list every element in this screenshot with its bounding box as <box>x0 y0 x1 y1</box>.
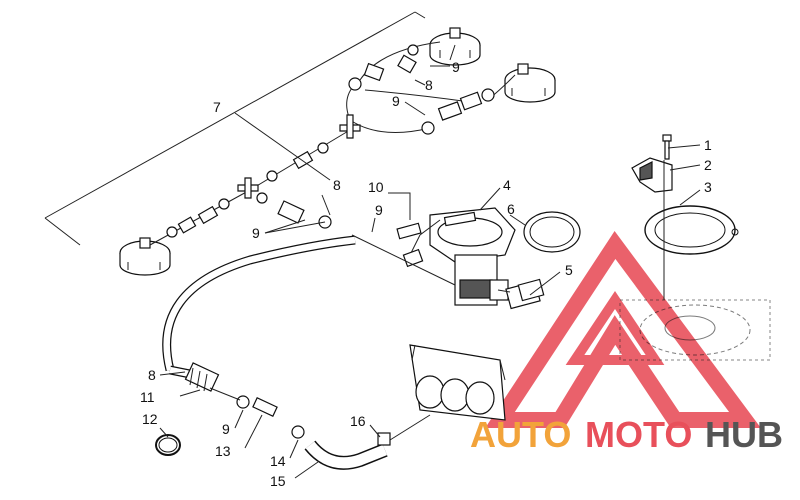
callout-13: 13 <box>215 443 231 459</box>
fittings-lower <box>209 387 305 439</box>
leader-12 <box>159 427 169 438</box>
callout-15: 15 <box>270 473 286 489</box>
throttle-body <box>389 344 506 441</box>
bolt <box>662 134 672 160</box>
leader-pump <box>351 234 456 286</box>
leader-4 <box>479 187 501 211</box>
leader-3 <box>679 189 701 206</box>
leader-9-upper <box>404 101 426 116</box>
inline-filter <box>184 362 220 392</box>
leader-9-left <box>264 221 326 234</box>
vent-cap-left <box>119 237 171 276</box>
leader-9-low <box>234 409 244 429</box>
callout-4: 4 <box>503 177 511 193</box>
watermark-moto: MOTO <box>585 414 692 455</box>
watermark-hub: HUB <box>705 414 783 455</box>
leader-6 <box>509 214 526 226</box>
leader-14 <box>289 439 299 459</box>
callout-9-upper: 9 <box>392 93 400 109</box>
fuel-pump-assembly <box>396 207 516 306</box>
watermark-auto: AUTO <box>470 414 571 455</box>
leader-10 <box>388 192 411 220</box>
callout-7: 7 <box>213 99 221 115</box>
callout-2: 2 <box>704 157 712 173</box>
leader-8-low <box>159 371 186 376</box>
retainer-bracket <box>631 157 673 193</box>
callout-11: 11 <box>140 389 155 405</box>
leader-5 <box>529 271 561 296</box>
callout-5: 5 <box>565 262 573 278</box>
leader-9-left-b <box>264 219 306 234</box>
callout-14: 14 <box>270 453 286 469</box>
clamp-16 <box>377 432 391 446</box>
callout-12: 12 <box>142 411 158 427</box>
callout-9-low: 9 <box>222 421 230 437</box>
fuel-level-sensor <box>497 278 545 310</box>
callout-1: 1 <box>704 137 712 153</box>
leader-7 <box>234 112 331 181</box>
callout-3: 3 <box>704 179 712 195</box>
hose-clamp <box>155 434 181 456</box>
vent-cap-right <box>504 63 556 103</box>
callout-9-left: 9 <box>252 225 260 241</box>
leader-9-top <box>430 44 456 67</box>
callout-9-mid: 9 <box>375 202 383 218</box>
callout-16: 16 <box>350 413 366 429</box>
callout-10: 10 <box>368 179 384 195</box>
leader-16 <box>369 424 381 438</box>
callout-8-top: 8 <box>425 77 433 93</box>
leader-9-mid <box>371 217 376 233</box>
leader-2 <box>669 164 701 171</box>
fuel-hose-elbow <box>304 440 388 470</box>
callout-8-low: 8 <box>148 367 156 383</box>
fuel-line-lower <box>162 235 356 380</box>
group-bracket <box>44 11 426 246</box>
vent-line-assembly <box>149 41 516 246</box>
callout-6: 6 <box>507 201 515 217</box>
callout-9-top: 9 <box>452 59 460 75</box>
tank-opening <box>619 299 771 361</box>
mounting-ring <box>644 205 739 255</box>
leader-11 <box>179 389 201 397</box>
leader-15 <box>294 461 319 479</box>
leader-13 <box>244 414 263 449</box>
pump-gasket <box>523 211 581 253</box>
callout-8-mid: 8 <box>333 177 341 193</box>
watermark-text: AUTO MOTO HUB <box>470 414 783 455</box>
leader-1 <box>667 144 701 149</box>
leader-8-mid <box>321 194 331 216</box>
watermark-logo <box>485 231 761 428</box>
leader-8-top <box>414 79 426 86</box>
